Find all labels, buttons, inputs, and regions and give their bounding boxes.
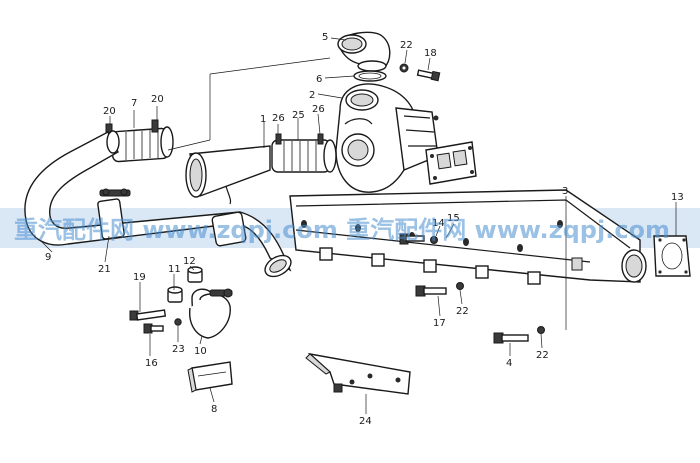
bolt-19 — [129, 309, 167, 321]
label-9: 9 — [45, 252, 51, 263]
hose-sleeve-25 — [271, 139, 337, 173]
watermark-text: 重汽配件网 www.zqpj.com 重汽配件网 www.zqpj.com — [14, 216, 670, 244]
label-18: 18 — [424, 48, 437, 59]
label-16: 16 — [145, 358, 158, 369]
label-24: 24 — [359, 416, 372, 427]
washer-22-mid — [456, 282, 464, 290]
bolt-14 — [399, 233, 425, 245]
bracket-8 — [187, 361, 233, 393]
label-11: 11 — [168, 264, 181, 275]
leader-lines — [39, 37, 677, 414]
elbow-pipe-5 — [337, 31, 391, 72]
label-5: 5 — [322, 32, 328, 43]
label-26-left: 26 — [272, 113, 285, 124]
label-14: 14 — [432, 218, 445, 229]
pipe-sleeve-band — [211, 211, 247, 247]
bolt-18 — [416, 69, 441, 82]
label-25: 25 — [292, 110, 305, 121]
exhaust-pipe-9 — [24, 130, 292, 278]
label-10: 10 — [194, 346, 207, 357]
band-clamp-21 — [97, 188, 131, 240]
clamp-20-right — [151, 119, 159, 133]
label-4: 4 — [506, 358, 512, 369]
label-1: 1 — [260, 114, 266, 125]
bolt-16 — [143, 323, 164, 334]
label-15: 15 — [447, 213, 460, 224]
clamp-10 — [189, 288, 233, 339]
label-21: 21 — [98, 264, 111, 275]
turbocharger-2 — [335, 83, 477, 193]
label-20-right: 20 — [151, 94, 164, 105]
label-19: 19 — [133, 272, 146, 283]
label-13: 13 — [671, 192, 684, 203]
clamp-26-right — [317, 133, 324, 145]
bolt-4 — [493, 332, 529, 344]
washer-22-lower — [537, 326, 545, 334]
label-22-lower: 22 — [536, 350, 549, 361]
bolt-17 — [415, 285, 447, 297]
label-3: 3 — [562, 186, 568, 197]
bracket-24 — [305, 352, 411, 395]
gasket-13 — [653, 235, 691, 277]
clamp-26-left — [275, 133, 282, 145]
washer-23 — [174, 318, 182, 326]
label-22-top: 22 — [400, 40, 413, 51]
label-17: 17 — [433, 318, 446, 329]
label-12: 12 — [183, 256, 196, 267]
label-23: 23 — [172, 344, 185, 355]
label-8: 8 — [211, 404, 217, 415]
nut-22-top — [399, 63, 409, 73]
label-2: 2 — [309, 90, 315, 101]
spacer-12 — [187, 266, 203, 283]
reducer-pipe-1 — [185, 145, 271, 205]
hose-sleeve-7 — [110, 126, 174, 163]
label-6: 6 — [316, 74, 322, 85]
part-labels: 5 6 2 22 18 1 26 25 26 20 7 20 3 13 14 1… — [45, 32, 684, 427]
label-26-right: 26 — [312, 104, 325, 115]
spacer-11 — [167, 286, 183, 303]
exhaust-manifold-3 — [289, 189, 647, 285]
label-22-mid: 22 — [456, 306, 469, 317]
label-20-left: 20 — [103, 106, 116, 117]
washer-15 — [430, 236, 438, 244]
label-7: 7 — [131, 98, 137, 109]
